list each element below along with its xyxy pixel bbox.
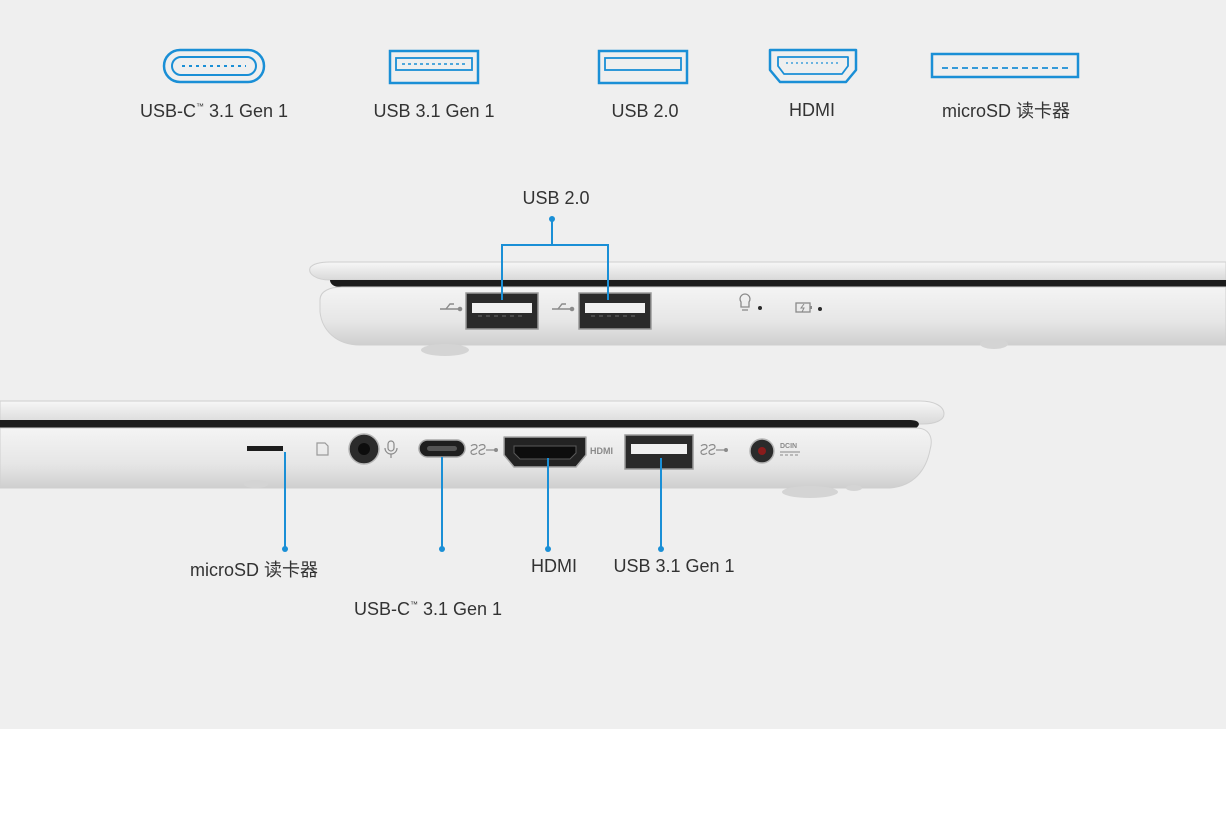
legend-label-hdmi: HDMI	[789, 100, 835, 120]
microsd-slot-icon	[930, 52, 1080, 79]
usb-symbol-icon	[552, 303, 575, 312]
diagram-background	[0, 0, 1226, 729]
usb-3-1-port	[624, 434, 694, 470]
dc-in-port	[749, 438, 775, 464]
callout-dots	[282, 546, 664, 552]
usb-c-port	[418, 439, 466, 458]
usb-2-0-port-icon	[597, 49, 689, 85]
callout-usb-2-0: USB 2.0	[522, 188, 590, 208]
usb-2-0-port-b	[578, 292, 652, 330]
legend-label-usb-2-0: USB 2.0	[611, 101, 679, 121]
usb-2-0-callout-line	[501, 220, 609, 300]
hdmi-port	[503, 436, 587, 468]
battery-light-icon	[795, 302, 822, 313]
hdmi-port-icon	[768, 48, 858, 84]
superspeed-usb-icon	[700, 444, 728, 455]
laptop-right-side	[309, 216, 1226, 356]
legend-label-microsd: microSD 读卡器	[941, 101, 1071, 121]
microsd-slot	[247, 442, 329, 456]
callout-lines	[284, 452, 662, 548]
laptop-left-side: HDMI DCIN	[0, 400, 945, 552]
power-light-icon	[739, 293, 762, 311]
dc-in-text: DCIN	[780, 443, 797, 450]
legend-label-usb-c: USB-C™ 3.1 Gen 1	[139, 101, 289, 121]
audio-jack	[348, 433, 380, 465]
legend-label-usb-3-1: USB 3.1 Gen 1	[373, 101, 495, 121]
usb-symbol-icon	[440, 303, 463, 312]
callout-hdmi: HDMI	[531, 556, 577, 576]
superspeed-usb-icon	[470, 444, 499, 455]
callout-usb-3-1: USB 3.1 Gen 1	[613, 556, 735, 576]
callout-dot	[549, 216, 555, 222]
hdmi-port-text: HDMI	[590, 446, 613, 456]
callout-usb-c: USB-C™ 3.1 Gen 1	[353, 599, 503, 619]
usb-c-port-icon	[162, 48, 266, 84]
legend-icons	[162, 48, 1080, 85]
usb-3-1-port-icon	[388, 49, 480, 85]
headset-mic-icon	[384, 440, 398, 458]
callout-microsd: microSD 读卡器	[189, 560, 319, 580]
